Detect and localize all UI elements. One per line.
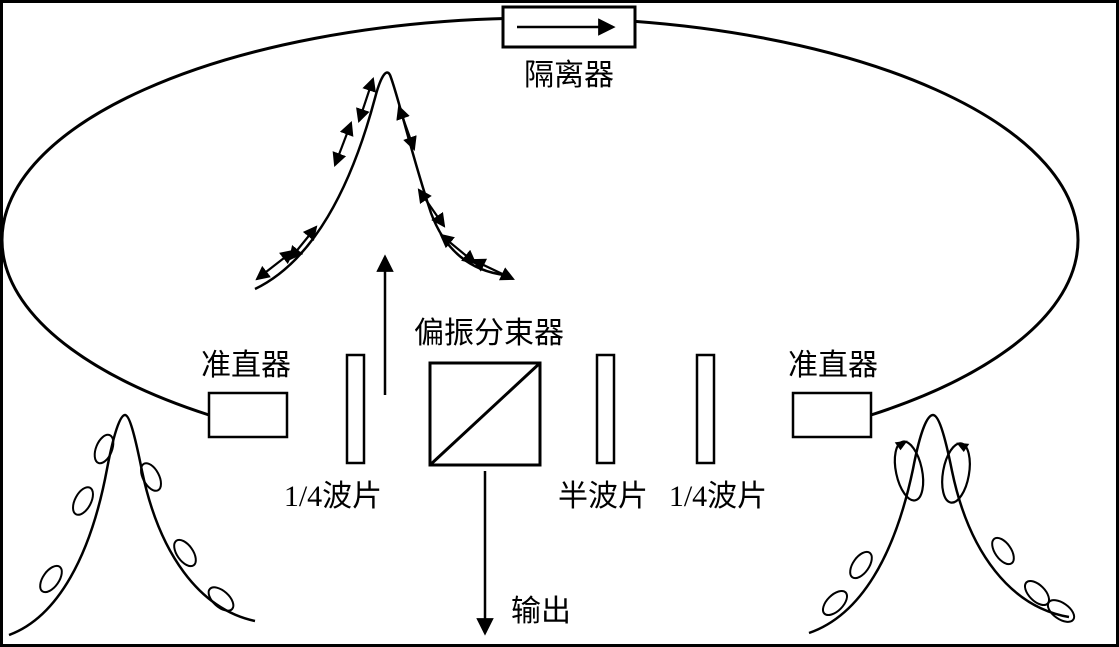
- polarization-arrow-icon: [417, 188, 446, 228]
- polarization-ellipse-icon: [821, 589, 849, 617]
- isolator-label: 隔离器: [524, 59, 614, 92]
- half-waveplate: 半波片: [558, 353, 648, 513]
- polarization-ellipse-icon: [991, 536, 1015, 566]
- output: 输出: [476, 471, 571, 636]
- polarization-arrow-icon: [332, 120, 354, 168]
- elliptical-polarized-pulse-left: [8, 413, 256, 637]
- polarization-arrow-icon: [255, 249, 295, 281]
- polarization-rotation-arrow-icon: [894, 440, 908, 451]
- pbs-diagonal: [428, 361, 542, 467]
- polarization-arrow-icon: [356, 76, 376, 124]
- quarter-waveplate-right-label: 1/4波片: [669, 480, 767, 513]
- polarization-ellipse-large-right: [941, 442, 971, 504]
- half-waveplate-bar: [595, 353, 616, 465]
- quarter-waveplate-left-bar: [345, 353, 366, 465]
- polarization-ellipses-right: [821, 536, 1076, 623]
- collimator-left: 准直器: [201, 349, 291, 439]
- polarization-rotation-arrow-icon: [956, 442, 970, 453]
- polarization-ellipse-icon: [173, 538, 197, 568]
- collimator-left-box: [207, 391, 289, 439]
- polarization-ellipse-icon: [849, 550, 873, 580]
- collimator-right-label: 准直器: [788, 349, 878, 382]
- optical-schematic-canvas: 隔离器 准直器 准直器 1/4波片 偏振分束器: [3, 5, 1080, 637]
- polarization-arrows: [255, 76, 515, 281]
- polarization-ellipse-large-left: [893, 440, 925, 502]
- polarization-ellipse-icon: [72, 486, 94, 516]
- isolator: 隔离器: [501, 5, 637, 92]
- polarization-ellipses-left: [39, 433, 235, 612]
- polarization-arrow-icon: [396, 104, 417, 152]
- polarization-ellipse-icon: [207, 586, 235, 612]
- polarization-ellipse-icon: [893, 440, 925, 502]
- polarization-ellipse-icon: [1046, 599, 1076, 623]
- elliptical-polarized-pulse-right: [808, 413, 1076, 635]
- polarization-ellipse-icon: [39, 564, 63, 594]
- half-waveplate-label: 半波片: [558, 480, 648, 513]
- polarization-beam-splitter: 偏振分束器: [414, 317, 564, 467]
- quarter-waveplate-right: 1/4波片: [669, 353, 767, 513]
- collimator-right-box: [791, 391, 873, 439]
- output-label: 输出: [511, 595, 571, 628]
- collimator-left-label: 准直器: [201, 349, 291, 382]
- pulse-envelope-left: [8, 413, 256, 637]
- quarter-waveplate-left: 1/4波片: [284, 353, 382, 513]
- quarter-waveplate-right-bar: [695, 353, 716, 465]
- polarization-ellipse-icon: [140, 462, 162, 492]
- polarization-arrow-icon: [439, 233, 477, 265]
- polarization-ellipse-icon: [93, 433, 115, 465]
- pulse-envelope-right: [808, 413, 1070, 635]
- collimator-right: 准直器: [788, 349, 878, 439]
- polarization-ellipse-icon: [941, 442, 971, 504]
- linear-polarized-pulse: [254, 71, 515, 291]
- polarization-arrow-icon: [471, 258, 515, 281]
- quarter-waveplate-left-label: 1/4波片: [284, 480, 382, 513]
- polarization-arrow-icon: [288, 225, 318, 261]
- pbs-label: 偏振分束器: [414, 317, 564, 350]
